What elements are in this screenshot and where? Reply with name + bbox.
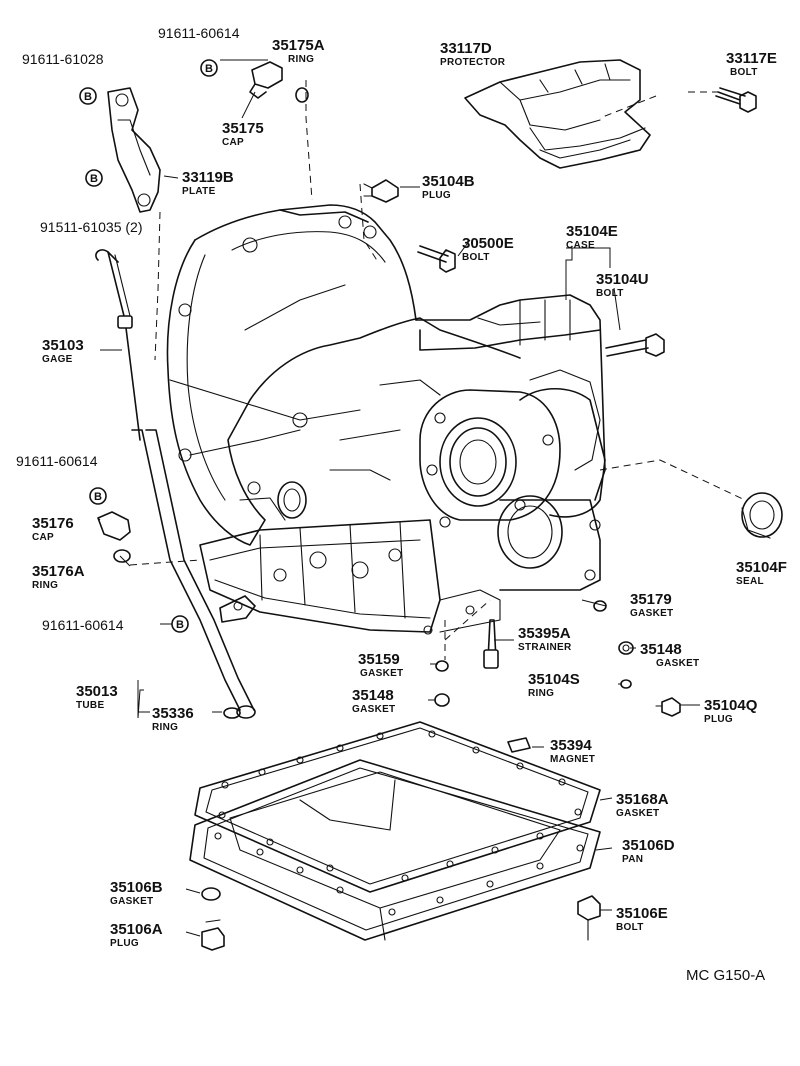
cap-35175-drawing bbox=[249, 61, 309, 103]
part-name-35175: CAP bbox=[222, 137, 244, 148]
part-number-35104u: 35104U bbox=[596, 271, 649, 288]
part-number-35175a: 35175A bbox=[272, 37, 325, 54]
part-number-35395a: 35395A bbox=[518, 625, 571, 642]
diagram-code: MC G150-A bbox=[686, 967, 765, 984]
part-name-35103: GAGE bbox=[42, 354, 73, 365]
part-number-35394: 35394 bbox=[550, 737, 592, 754]
part-name-35148-center: GASKET bbox=[352, 704, 395, 715]
badge-letter: B bbox=[205, 63, 213, 75]
part-name-35395a: STRAINER bbox=[518, 642, 572, 653]
part-number-91611-60614-top: 91611-60614 bbox=[158, 25, 240, 41]
bolt-33117e-drawing bbox=[715, 87, 757, 113]
badge-b-91611-61028: B bbox=[79, 87, 97, 105]
part-name-35336: RING bbox=[152, 722, 178, 733]
part-name-35106e: BOLT bbox=[616, 922, 644, 933]
part-name-35168a: GASKET bbox=[616, 808, 659, 819]
part-name-35104q: PLUG bbox=[704, 714, 733, 725]
part-number-91611-61028: 91611-61028 bbox=[22, 51, 104, 67]
part-name-35106a: PLUG bbox=[110, 938, 139, 949]
part-name-35176a: RING bbox=[32, 580, 58, 591]
part-number-35104e: 35104E bbox=[566, 223, 618, 240]
part-name-30500e: BOLT bbox=[462, 252, 490, 263]
part-name-35104e: CASE bbox=[566, 240, 595, 251]
part-number-35175: 35175 bbox=[222, 120, 264, 137]
part-number-35013: 35013 bbox=[76, 683, 118, 700]
bolt-35104u-drawing bbox=[605, 333, 665, 357]
part-name-35175a: RING bbox=[288, 54, 314, 65]
part-name-35013: TUBE bbox=[76, 700, 104, 711]
badge-b-91611-60614-left: B bbox=[89, 487, 107, 505]
part-name-35148-right: GASKET bbox=[656, 658, 699, 669]
part-number-35106d: 35106D bbox=[622, 837, 675, 854]
part-name-35104u: BOLT bbox=[596, 288, 624, 299]
part-name-33117e: BOLT bbox=[730, 67, 758, 78]
part-name-35104f: SEAL bbox=[736, 576, 764, 587]
badge-b-91611-60614-lower: B bbox=[171, 615, 189, 633]
part-number-33117d: 33117D bbox=[440, 40, 492, 57]
part-number-35104f: 35104F bbox=[736, 559, 787, 576]
part-name-35179: GASKET bbox=[630, 608, 673, 619]
badge-letter: B bbox=[94, 491, 102, 503]
part-name-35159: GASKET bbox=[360, 668, 403, 679]
part-number-35148-right: 35148 bbox=[640, 641, 682, 658]
part-number-91511-61035: 91511-61035 (2) bbox=[40, 219, 142, 235]
oil-pan-drawing bbox=[189, 721, 601, 951]
part-number-35148-center: 35148 bbox=[352, 687, 394, 704]
seal-35104f-drawing bbox=[741, 492, 783, 539]
part-number-35104s: 35104S bbox=[528, 671, 580, 688]
badge-b-91611-60614-top: B bbox=[200, 59, 218, 77]
part-number-35104q: 35104Q bbox=[704, 697, 758, 714]
part-number-33117e: 33117E bbox=[726, 50, 777, 67]
part-number-35176a: 35176A bbox=[32, 563, 85, 580]
plate-33119b-drawing bbox=[107, 87, 161, 213]
part-number-35106a: 35106A bbox=[110, 921, 163, 938]
part-number-35159: 35159 bbox=[358, 651, 400, 668]
bolt-30500e-drawing bbox=[417, 245, 456, 273]
labels: 91611-61028 91611-60614 35175A RING 3517… bbox=[16, 25, 787, 984]
transmission-case-drawing bbox=[166, 204, 606, 635]
part-number-35106e: 35106E bbox=[616, 905, 668, 922]
part-number-30500e: 30500E bbox=[462, 235, 514, 252]
part-name-35106b: GASKET bbox=[110, 896, 153, 907]
part-number-35104b: 35104B bbox=[422, 173, 475, 190]
cap-35176-drawing bbox=[97, 511, 131, 563]
part-name-35104b: PLUG bbox=[422, 190, 451, 201]
protector-drawing bbox=[464, 59, 651, 169]
part-name-35104s: RING bbox=[528, 688, 554, 699]
part-name-35176: CAP bbox=[32, 532, 54, 543]
part-number-33119b: 33119B bbox=[182, 169, 234, 186]
part-number-35106b: 35106B bbox=[110, 879, 163, 896]
part-name-35106d: PAN bbox=[622, 854, 643, 865]
part-number-91611-60614-lower: 91611-60614 bbox=[42, 617, 124, 633]
leader-lines bbox=[97, 59, 746, 937]
part-name-33119b: PLATE bbox=[182, 186, 216, 197]
part-name-33117d: PROTECTOR bbox=[440, 57, 506, 68]
part-name-35394: MAGNET bbox=[550, 754, 595, 765]
part-number-35179: 35179 bbox=[630, 591, 672, 608]
badge-letter: B bbox=[90, 173, 98, 185]
badge-letter: B bbox=[176, 619, 184, 631]
part-number-91611-60614-left: 91611-60614 bbox=[16, 453, 98, 469]
badge-b-91511-61035: B bbox=[85, 169, 103, 187]
part-number-35176: 35176 bbox=[32, 515, 74, 532]
part-number-35103: 35103 bbox=[42, 337, 84, 354]
dipstick-and-tube-drawing bbox=[95, 249, 256, 719]
badge-letter: B bbox=[84, 91, 92, 103]
part-number-35168a: 35168A bbox=[616, 791, 669, 808]
plug-35104b-drawing bbox=[363, 179, 399, 203]
part-number-35336: 35336 bbox=[152, 705, 194, 722]
